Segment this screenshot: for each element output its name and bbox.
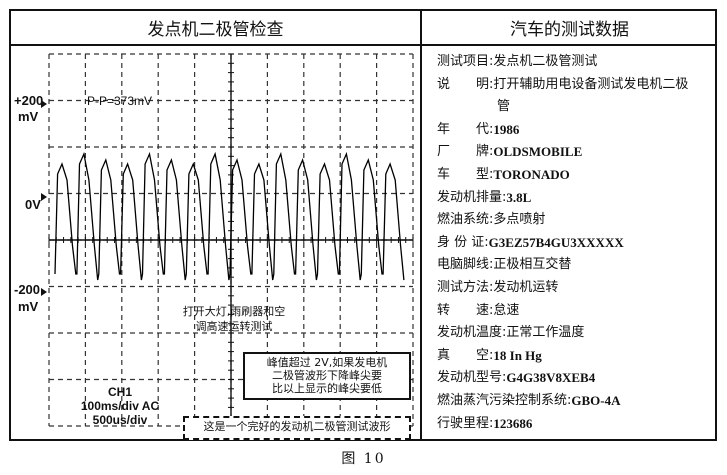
y-zero-arrow bbox=[41, 193, 47, 201]
test-data-row: 车 型:TORONADO bbox=[437, 164, 722, 187]
panel-divider bbox=[420, 11, 422, 439]
channel-timebase: 500us/div bbox=[92, 413, 148, 427]
test-data-row: 说 明:打开辅助用电设备测试发电机二极 bbox=[437, 74, 722, 97]
test-data-key: 年 代: bbox=[437, 121, 494, 137]
test-data-value: OLDSMOBILE bbox=[493, 144, 583, 160]
channel-name: CH1 bbox=[107, 385, 132, 399]
test-data-row: 测试项目:发点机二极管测试 bbox=[437, 51, 722, 74]
test-data-row: 行驶里程:123686 bbox=[437, 413, 722, 436]
test-data-row: 发动机排量:3.8L bbox=[437, 187, 722, 210]
test-data-key: 转 速: bbox=[437, 302, 494, 318]
test-data-key: 测试方法: bbox=[437, 279, 494, 295]
y-top-label-unit: mV bbox=[18, 109, 39, 124]
y-top-label-value: +200 bbox=[14, 93, 44, 108]
conclusion-box: 这是一个完好的发动机二极管测试波形 bbox=[183, 416, 411, 440]
test-data-key: 发动机温度: bbox=[437, 325, 507, 341]
test-data-row: 管 bbox=[437, 96, 722, 119]
test-data-key: 车 型: bbox=[437, 166, 494, 182]
test-data-value: 18 In Hg bbox=[493, 347, 542, 363]
test-data-value: 1986 bbox=[493, 121, 520, 137]
test-data-key: 真 空: bbox=[437, 347, 494, 363]
test-data-key: 身 份 证: bbox=[437, 234, 489, 250]
test-data-value: 怠速 bbox=[493, 302, 520, 318]
y-bottom-arrow bbox=[41, 288, 47, 296]
test-data-row: 燃油系统:多点喷射 bbox=[437, 209, 722, 232]
test-data-list: 测试项目:发点机二极管测试说 明:打开辅助用电设备测试发电机二极管年 代:198… bbox=[437, 51, 722, 435]
test-data-value: 发点机二极管测试 bbox=[493, 54, 598, 69]
test-data-value: TORONADO bbox=[493, 166, 570, 182]
test-data-row: 测试方法:发动机运转 bbox=[437, 277, 722, 300]
test-data-row: 发动机型号:G4G38V8XEB4 bbox=[437, 367, 722, 390]
test-data-row: 燃油蒸汽污染控制系统:GBO-4A bbox=[437, 390, 722, 413]
figure-caption: 图 10 bbox=[341, 451, 386, 467]
test-data-key: 说 明: bbox=[437, 76, 494, 92]
warning-box: 峰值超过 2V,如果发电机 二极管波形下降峰尖要 比以上显示的峰尖要低 bbox=[243, 352, 411, 400]
y-bottom-label-unit: mV bbox=[18, 299, 39, 314]
condition-note: 打开大灯,雨刷器和空 调高速运转测试 bbox=[159, 304, 309, 334]
test-data-value: 管 bbox=[497, 99, 511, 115]
pp-reading: P-P=373mV bbox=[87, 94, 153, 108]
test-data-value: 正常工作温度 bbox=[506, 325, 585, 341]
warning-line: 二极管波形下降峰尖要 bbox=[272, 369, 382, 382]
test-data-row: 发动机温度:正常工作温度 bbox=[437, 322, 722, 345]
test-data-value: 多点喷射 bbox=[493, 212, 546, 228]
test-data-value: 3.8L bbox=[506, 189, 532, 205]
test-data-value: G4G38V8XEB4 bbox=[506, 370, 596, 386]
test-data-value: G3EZ57B4GU3XXXXX bbox=[488, 234, 624, 250]
test-data-row: 年 代:1986 bbox=[437, 119, 722, 142]
test-data-key: 行驶里程: bbox=[437, 415, 494, 431]
channel-scale: 100ms/div AC bbox=[80, 399, 160, 413]
test-data-row: 电脑脚线:正极相互交替 bbox=[437, 254, 722, 277]
test-data-value: 正极相互交替 bbox=[493, 257, 572, 273]
test-data-key: 厂 牌: bbox=[437, 144, 494, 160]
test-data-row: 身 份 证:G3EZ57B4GU3XXXXX bbox=[437, 232, 722, 255]
test-data-value: 123686 bbox=[493, 415, 533, 431]
test-data-value: GBO-4A bbox=[571, 392, 621, 408]
channel-info: CH1 100ms/div AC 500us/div bbox=[65, 385, 175, 427]
test-data-value: 发动机运转 bbox=[493, 279, 559, 295]
header-rule bbox=[11, 44, 715, 46]
test-data-key: 测试项目: bbox=[437, 54, 494, 69]
oscilloscope-panel: +200 mV 0V -200 mV P-P=373mV 打开大灯,雨刷器和空 … bbox=[11, 46, 420, 441]
y-bottom-label-value: -200 bbox=[14, 282, 41, 297]
figure-frame: 发点机二极管检查 汽车的测试数据 +200 mV 0V -200 mV P-P=… bbox=[9, 9, 717, 441]
condition-note-line: 打开大灯,雨刷器和空 bbox=[182, 305, 286, 318]
test-data-key: 发动机型号: bbox=[437, 370, 507, 386]
test-data-value: 打开辅助用电设备测试发电机二极 bbox=[493, 76, 689, 92]
test-data-key: 燃油蒸汽污染控制系统: bbox=[437, 392, 572, 408]
waveform-trace bbox=[54, 151, 405, 281]
y-zero-label: 0V bbox=[25, 197, 41, 212]
warning-line: 峰值超过 2V,如果发电机 bbox=[266, 356, 388, 369]
test-data-key: 发动机排量: bbox=[437, 189, 507, 205]
warning-line: 比以上显示的峰尖要低 bbox=[272, 382, 382, 395]
test-data-row: 厂 牌:OLDSMOBILE bbox=[437, 141, 722, 164]
test-data-key: 电脑脚线: bbox=[437, 257, 494, 273]
y-top-arrow bbox=[41, 100, 47, 108]
test-data-row: 真 空:18 In Hg bbox=[437, 345, 722, 368]
test-data-row: 转 速:怠速 bbox=[437, 300, 722, 323]
condition-note-line: 调高速运转测试 bbox=[195, 320, 273, 333]
test-data-key: 燃油系统: bbox=[437, 212, 494, 228]
data-panel-title: 汽车的测试数据 bbox=[510, 20, 629, 40]
scope-panel-title: 发点机二极管检查 bbox=[147, 20, 284, 40]
